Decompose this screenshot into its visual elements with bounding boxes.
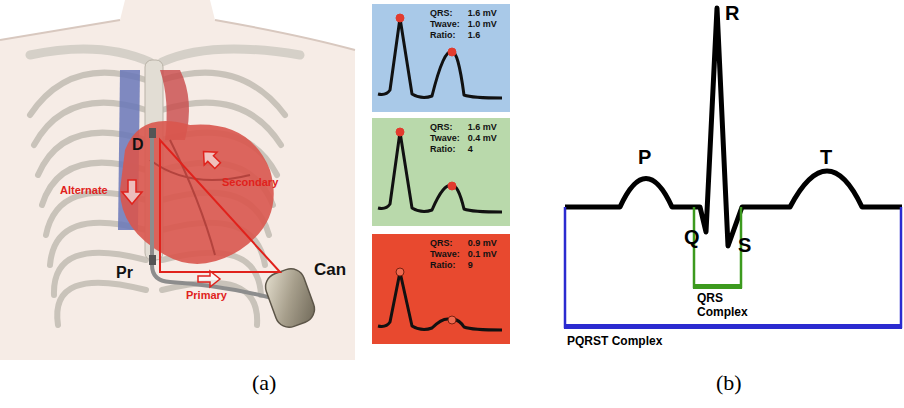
measure-value: 1.6 (468, 30, 481, 40)
wave-label: T (820, 146, 832, 169)
s-icd-can (262, 265, 319, 331)
wave-label: R (725, 2, 739, 25)
panel-caption: (a) (252, 370, 276, 396)
wave-label: P (638, 146, 651, 169)
sensing-vector (160, 140, 280, 272)
heart (120, 121, 274, 264)
lead (152, 133, 272, 298)
bracket-label: QRS Complex (697, 292, 753, 320)
qrs-bracket (694, 207, 741, 287)
panel-caption: (b) (716, 370, 742, 396)
measure-value: 0.4 mV (468, 133, 497, 143)
vector-label: Secondary (222, 176, 278, 188)
vector-label: Primary (186, 289, 227, 301)
ecg-waveform (565, 8, 902, 246)
electrode (149, 128, 156, 138)
bracket-label: PQRST Complex (567, 334, 662, 348)
measure-value: 1.6 mV (468, 122, 497, 132)
measure-value: 4 (468, 144, 473, 154)
measure-name: Ratio: (430, 144, 456, 154)
clavicle (30, 49, 300, 62)
arrow (198, 271, 220, 287)
measure-name: QRS: (430, 8, 453, 18)
pqrst-bracket (565, 207, 901, 327)
electrode (149, 255, 156, 265)
wave-label: S (738, 234, 751, 257)
measure-name: Ratio: (430, 30, 456, 40)
electrode-label: D (132, 136, 144, 154)
measure-value: 1.0 mV (468, 19, 497, 29)
measure-name: Twave: (430, 133, 460, 143)
signal-panel: QRS: 1.6 mV Twave: 0.4 mV Ratio: 4 (372, 118, 510, 226)
arrow (122, 180, 142, 204)
device-label: Can (314, 260, 346, 280)
measure-name: Twave: (430, 19, 460, 29)
measure-value: 9 (468, 260, 473, 270)
signal-panel: QRS: 1.6 mV Twave: 1.0 mV Ratio: 1.6 (372, 4, 510, 112)
measure-value: 0.9 mV (468, 238, 497, 248)
vector-label: Alternate (60, 184, 108, 196)
measure-value: 1.6 mV (468, 8, 497, 18)
torso (0, 0, 355, 360)
measure-name: QRS: (430, 122, 453, 132)
measure-name: Ratio: (430, 260, 456, 270)
signal-panel: QRS: 0.9 mV Twave: 0.1 mV Ratio: 9 (372, 234, 510, 344)
measure-value: 0.1 mV (468, 249, 497, 259)
arrow (197, 145, 224, 172)
electrode-label: Pr (116, 264, 133, 282)
measure-name: QRS: (430, 238, 453, 248)
measure-name: Twave: (430, 249, 460, 259)
wave-label: Q (684, 226, 700, 249)
